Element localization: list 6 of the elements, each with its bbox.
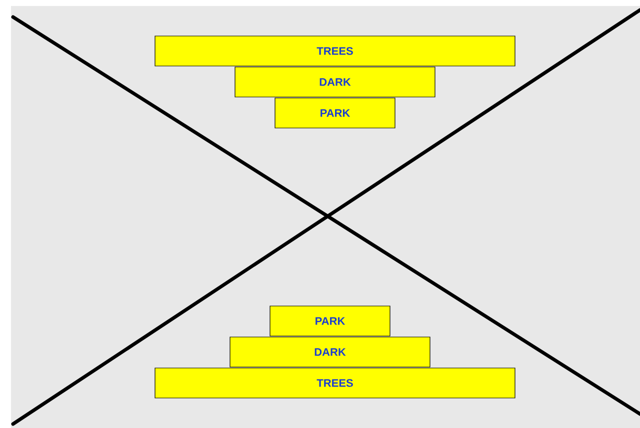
word-box: DARK (230, 336, 430, 368)
word-box: TREES (154, 36, 516, 66)
word-box: DARK (234, 66, 436, 98)
word-box: TREES (154, 368, 516, 398)
word-box: PARK (270, 306, 390, 336)
word-box: PARK (274, 98, 396, 128)
